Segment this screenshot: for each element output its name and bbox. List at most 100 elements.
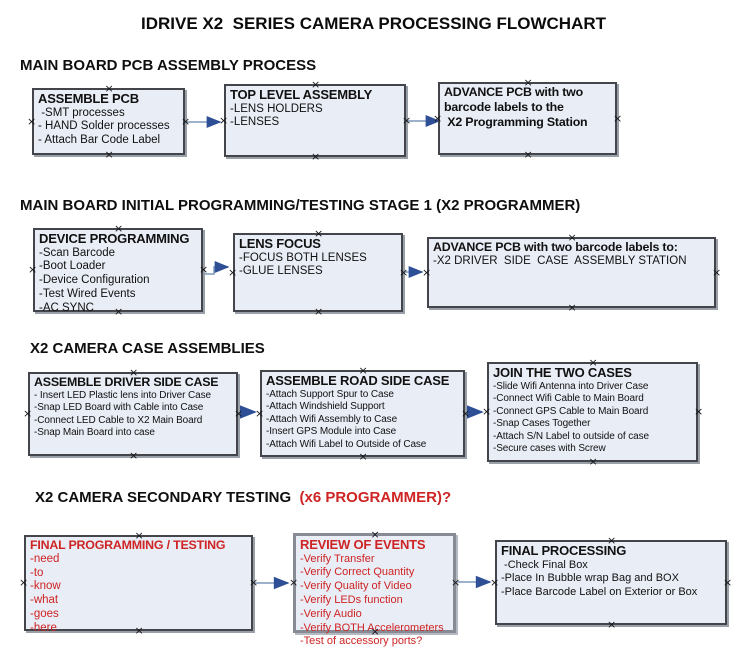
connector-handle-icon [311, 152, 320, 161]
box-item: -Verify Transfer [300, 552, 375, 565]
connector-handle-icon [568, 233, 577, 242]
box-item: -Device Configuration [39, 274, 150, 287]
connector-handle-icon [482, 407, 491, 416]
connector-handle-icon [129, 451, 138, 460]
box-item: - HAND Solder processes [38, 120, 170, 133]
box-item: -Verify BOTH Accelerometers [300, 621, 444, 634]
box-title: ADVANCE PCB with two barcode labels to: [433, 240, 678, 254]
box-title: REVIEW OF EVENTS [300, 537, 426, 552]
connector-handle-icon [228, 268, 237, 277]
connector-handle-icon [371, 530, 380, 539]
connector-handle-icon [135, 531, 144, 540]
flow-box-device-programming: DEVICE PROGRAMMING -Scan Barcode -Boot L… [33, 228, 203, 314]
box-item: -Verify Correct Quantity [300, 566, 415, 579]
section-heading-initial-programming: MAIN BOARD INITIAL PROGRAMMING/TESTING S… [20, 197, 581, 214]
connector-handle-icon [23, 409, 32, 418]
box-item: -Scan Barcode [39, 246, 116, 259]
flow-box-lens-focus: LENS FOCUS -FOCUS BOTH LENSES -GLUE LENS… [233, 233, 403, 312]
box-item: -FOCUS BOTH LENSES [239, 251, 367, 264]
box-item: -Connect GPS Cable to Main Board [493, 405, 649, 417]
connector-handle-icon [27, 117, 36, 126]
box-item: -Place Barcode Label on Exterior or Box [501, 586, 698, 599]
box-item: -Connect Wifi Cable to Main Board [493, 393, 644, 405]
box-title: ASSEMBLE ROAD SIDE CASE [266, 373, 450, 388]
connector-handle-icon [249, 578, 258, 587]
box-item: -Snap Cases Together [493, 418, 591, 430]
connector-handle-icon [524, 150, 533, 159]
box-title: ASSEMBLE DRIVER SIDE CASE [34, 375, 219, 389]
box-item: -Slide Wifi Antenna into Driver Case [493, 380, 649, 392]
connector-handle-icon [314, 307, 323, 316]
box-title: LENS FOCUS [239, 236, 321, 251]
box-item: -Verify LEDs function [300, 593, 403, 606]
box-item: -X2 DRIVER SIDE CASE ASSEMBLY STATION [433, 254, 687, 267]
box-item: -SMT processes [38, 106, 125, 119]
box-title: FINAL PROCESSING [501, 543, 627, 558]
connector-handle-icon [371, 627, 380, 636]
box-title: TOP LEVEL ASSEMBLY [230, 87, 373, 102]
connector-handle-icon [28, 265, 37, 274]
connector-handle-icon [461, 409, 470, 418]
section-heading-pcb-assembly: MAIN BOARD PCB ASSEMBLY PROCESS [20, 57, 317, 74]
connector-handle-icon [402, 116, 411, 125]
box-item: -Attach Wifi Label to Outside of Case [266, 438, 427, 450]
box-item: -what [30, 594, 59, 607]
box-item: -LENS HOLDERS [230, 102, 323, 115]
section-heading-secondary-testing: X2 CAMERA SECONDARY TESTING (x6 PROGRAMM… [35, 489, 451, 506]
box-item: -GLUE LENSES [239, 265, 323, 278]
connector-handle-icon [234, 409, 243, 418]
box-title: ADVANCE PCB with two barcode labels to t… [444, 85, 588, 129]
box-title: ASSEMBLE PCB [38, 91, 139, 106]
flow-box-final-processing: FINAL PROCESSING -Check Final Box -Place… [495, 540, 727, 625]
connector-handle-icon [359, 366, 368, 375]
box-item: -Secure cases with Screw [493, 443, 606, 455]
connector-handle-icon [399, 268, 408, 277]
box-item: -Test Wired Events [39, 287, 136, 300]
flow-box-review-of-events: REVIEW OF EVENTS -Verify Transfer -Verif… [293, 530, 456, 647]
connector-handle-icon [694, 407, 703, 416]
box-item: -to [30, 566, 44, 579]
box-item: -Attach Support Spur to Case [266, 388, 394, 400]
flow-box-top-level-assembly: TOP LEVEL ASSEMBLY -LENS HOLDERS -LENSES [224, 84, 406, 157]
connector-handle-icon [19, 578, 28, 587]
connector-handle-icon [451, 578, 460, 587]
flow-box-final-programming-testing: FINAL PROGRAMMING / TESTING -need -to -k… [24, 535, 253, 634]
connector-handle-icon [114, 224, 123, 233]
box-item: -Attach S/N Label to outside of case [493, 430, 649, 442]
connector-handle-icon [105, 150, 114, 159]
connector-handle-icon [613, 114, 622, 123]
page-title: IDRIVE X2 SERIES CAMERA PROCESSING FLOWC… [140, 14, 607, 33]
connector-handle-icon [589, 358, 598, 367]
connector-handle-icon [199, 265, 208, 274]
flow-box-assemble-driver-side-case: ASSEMBLE DRIVER SIDE CASE - Insert LED P… [28, 372, 238, 456]
flow-box-assemble-road-side-case: ASSEMBLE ROAD SIDE CASE -Attach Support … [260, 370, 465, 457]
box-item: -Attach Windshield Support [266, 401, 385, 413]
box-item: -here [30, 621, 57, 634]
flow-box-join-the-two-cases: JOIN THE TWO CASES -Slide Wifi Antenna i… [487, 362, 698, 462]
section-heading-case-assemblies: X2 CAMERA CASE ASSEMBLIES [30, 340, 265, 357]
connector-handle-icon [723, 578, 732, 587]
connector-handle-icon [712, 268, 721, 277]
connector-handle-icon [114, 307, 123, 316]
box-item: -goes [30, 608, 59, 621]
connector-handle-icon [135, 626, 144, 635]
box-item: -Boot Loader [39, 260, 106, 273]
box-item: -Verify Quality of Video [300, 580, 412, 593]
connector-handle-icon [568, 303, 577, 312]
connector-handle-icon [311, 80, 320, 89]
connector-handle-icon [314, 229, 323, 238]
box-item: -Place In Bubble wrap Bag and BOX [501, 572, 679, 585]
box-item: -know [30, 580, 61, 593]
connector-handle-icon [589, 457, 598, 466]
flow-box-advance-pcb-driver-side: ADVANCE PCB with two barcode labels to: … [427, 237, 716, 308]
box-item: -Snap LED Board with Cable into Case [34, 402, 204, 414]
box-item: -AC SYNC [39, 301, 94, 314]
box-item: - Attach Bar Code Label [38, 134, 161, 147]
flow-box-advance-pcb-programming-station: ADVANCE PCB with two barcode labels to t… [438, 82, 617, 155]
box-item: -Verify Audio [300, 607, 362, 620]
connector-handle-icon [359, 452, 368, 461]
box-item: - Insert LED Plastic lens into Driver Ca… [34, 389, 211, 401]
flow-box-assemble-pcb: ASSEMBLE PCB -SMT processes - HAND Solde… [32, 88, 185, 155]
box-item: -Connect LED Cable to X2 Main Board [34, 414, 203, 426]
